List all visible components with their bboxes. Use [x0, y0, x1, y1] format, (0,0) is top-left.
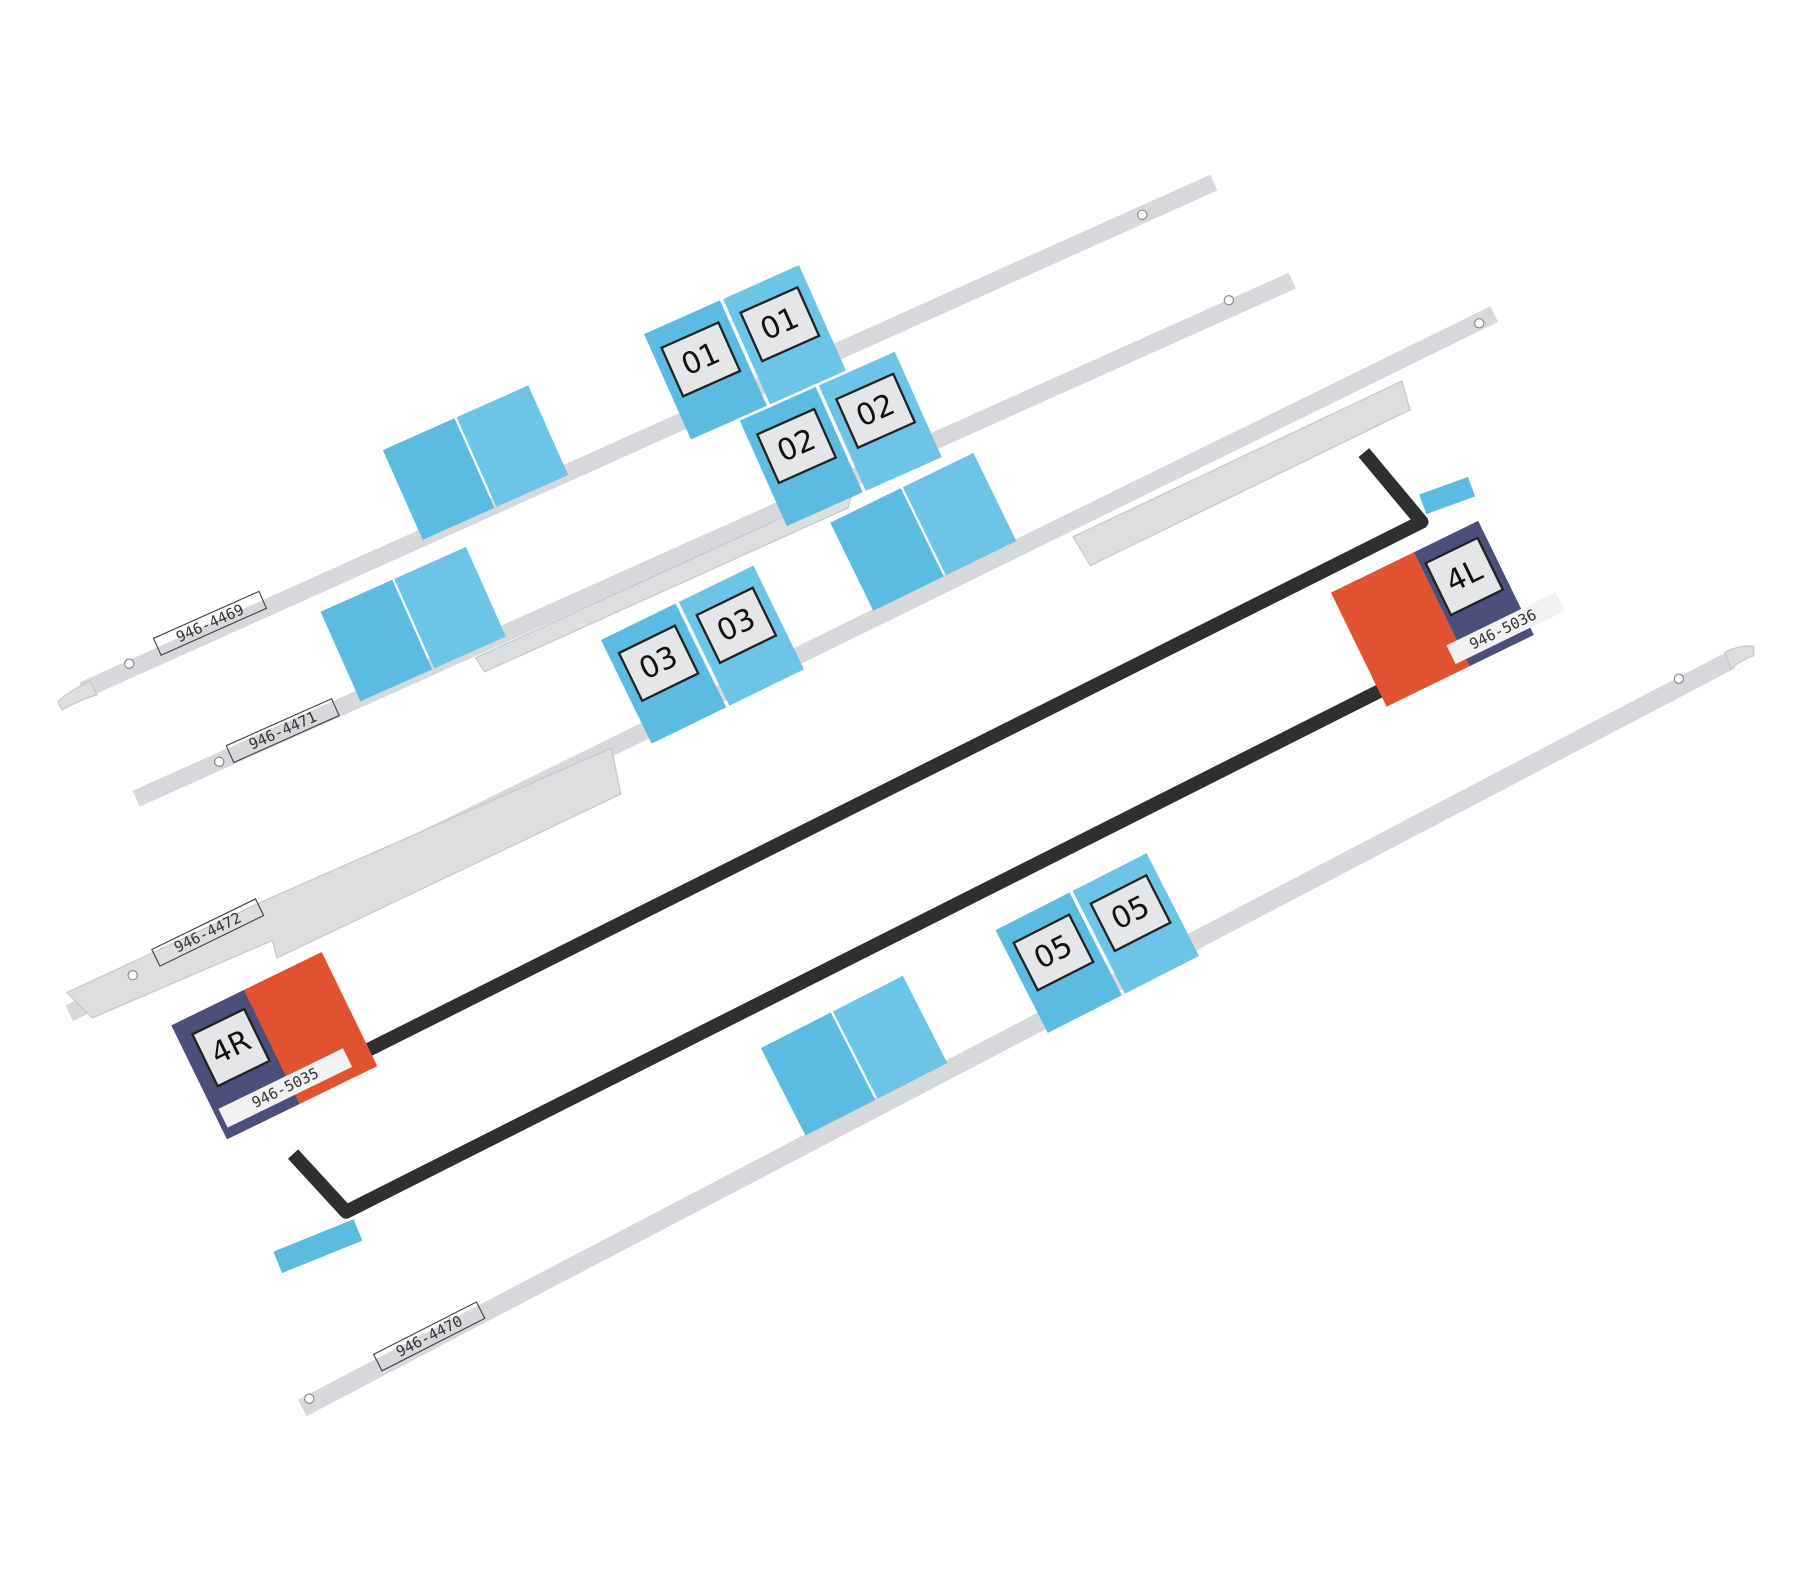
tab-4R: 4R 946-5035	[171, 952, 378, 1140]
strip-946-4470: 946-4470 05 05	[298, 645, 1755, 1417]
blue-end-tab	[273, 1219, 363, 1274]
tab-pair-01: 01 01	[644, 265, 846, 440]
strip-946-5036-4L: 4L 946-5036	[273, 520, 1565, 1274]
tab-pair-03: 03 03	[600, 565, 805, 744]
blank-tab-pair	[760, 975, 948, 1136]
tab-pair-05: 05 05	[995, 853, 1199, 1033]
blank-tab-pair	[830, 452, 1017, 611]
blank-tab-pair	[320, 546, 506, 702]
strip-946-4471: 946-4471 02 02	[132, 272, 1296, 807]
strip-946-5035-4R: 4R 946-5035	[171, 448, 1476, 1140]
strip-946-4469: 946-4469 01 01	[56, 174, 1218, 711]
tab-pair-02: 02 02	[739, 351, 942, 527]
blank-tab-pair	[382, 385, 569, 540]
strip-946-4472: 946-4472 03 03	[65, 306, 1499, 1022]
blue-end-tab	[1419, 476, 1476, 515]
tab-4L: 4L 946-5036	[1330, 520, 1565, 707]
